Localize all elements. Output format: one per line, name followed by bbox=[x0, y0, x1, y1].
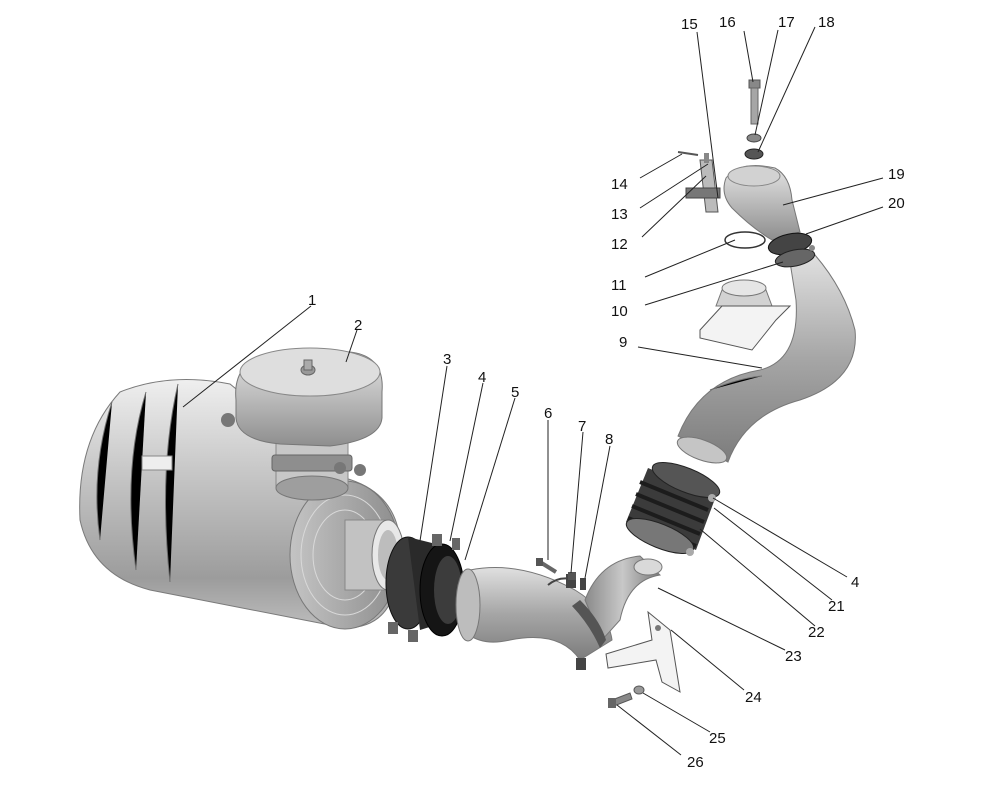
callout-23: 23 bbox=[785, 648, 802, 665]
inlet-shroud bbox=[699, 279, 792, 351]
callout-24: 24 bbox=[745, 689, 762, 706]
callout-25: 25 bbox=[709, 730, 726, 747]
intake-pipe bbox=[676, 254, 856, 464]
washer-25 bbox=[633, 685, 645, 695]
callout-18: 18 bbox=[818, 14, 835, 31]
corrugated-hose bbox=[625, 462, 721, 556]
screw-6 bbox=[536, 558, 558, 574]
callout-4-right: 4 bbox=[851, 574, 859, 591]
callout-17: 17 bbox=[778, 14, 795, 31]
lower-elbow-pipe bbox=[455, 567, 613, 661]
washer-18 bbox=[744, 148, 764, 160]
callout-3: 3 bbox=[443, 351, 451, 368]
bolt-16 bbox=[748, 79, 761, 125]
callout-7: 7 bbox=[578, 418, 586, 435]
cotter-14 bbox=[677, 151, 699, 156]
clamp-8 bbox=[580, 578, 586, 590]
callout-20: 20 bbox=[888, 195, 905, 212]
nut-7 bbox=[568, 572, 576, 580]
callout-10: 10 bbox=[611, 303, 628, 320]
callout-9: 9 bbox=[619, 334, 627, 351]
clamp-20 bbox=[767, 232, 816, 268]
leader-lines bbox=[182, 26, 884, 756]
inlet-head-19 bbox=[723, 165, 801, 241]
air-filter-housing bbox=[79, 379, 405, 630]
pin-13 bbox=[704, 153, 709, 163]
bolt-26 bbox=[608, 692, 633, 708]
callout-5: 5 bbox=[511, 384, 519, 401]
callout-6: 6 bbox=[544, 405, 552, 422]
callout-21: 21 bbox=[828, 598, 845, 615]
callout-labels: 1 2 3 4 5 6 7 8 9 10 11 12 13 14 15 16 1… bbox=[308, 14, 905, 771]
callout-4-left: 4 bbox=[478, 369, 486, 386]
callout-16: 16 bbox=[719, 14, 736, 31]
rubber-sleeve bbox=[385, 534, 465, 642]
o-ring-11 bbox=[724, 231, 766, 249]
callout-22: 22 bbox=[808, 624, 825, 641]
callout-8: 8 bbox=[605, 431, 613, 448]
callout-2: 2 bbox=[354, 317, 362, 334]
callout-26: 26 bbox=[687, 754, 704, 771]
callout-15: 15 bbox=[681, 16, 698, 33]
callout-12: 12 bbox=[611, 236, 628, 253]
mounting-bracket bbox=[605, 610, 681, 693]
callout-13: 13 bbox=[611, 206, 628, 223]
washer-17 bbox=[746, 133, 762, 143]
precleaner-cap bbox=[235, 347, 383, 447]
upper-elbow-pipe bbox=[547, 555, 663, 670]
callout-11: 11 bbox=[611, 277, 627, 294]
callout-19: 19 bbox=[888, 166, 905, 183]
callout-1: 1 bbox=[308, 292, 316, 309]
callout-14: 14 bbox=[611, 176, 628, 193]
